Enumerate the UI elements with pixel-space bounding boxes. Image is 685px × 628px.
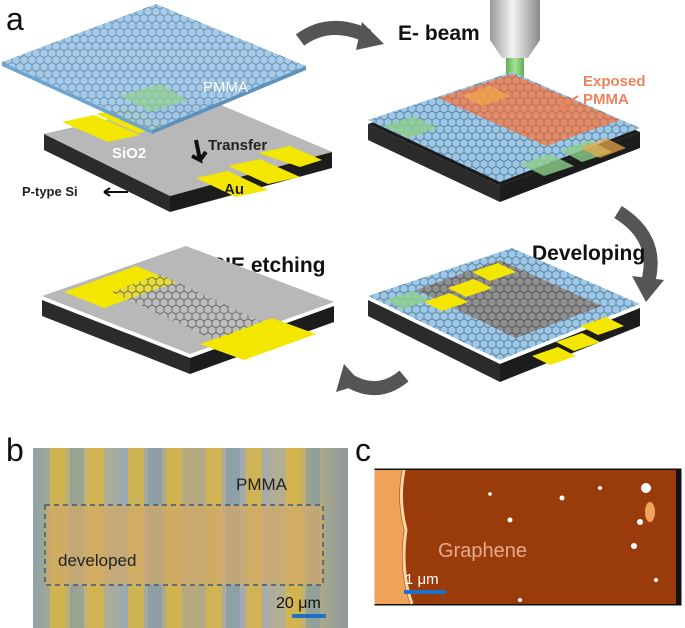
ptype-si-label: P-type Si <box>22 184 78 199</box>
substrate-step3 <box>368 248 640 382</box>
developed-region <box>45 505 323 585</box>
sio2-label: SiO2 <box>112 145 146 162</box>
substrate-step1 <box>44 98 332 212</box>
scale-label-b: 20 μm <box>276 595 321 612</box>
exposed-label-line2: PMMA <box>583 91 629 108</box>
ptype-arrow <box>103 187 128 197</box>
afm-image <box>373 467 683 607</box>
au-label: Au <box>224 181 244 198</box>
pmma-label-b: PMMA <box>236 475 288 494</box>
developing-label: Developing <box>532 242 645 265</box>
exposed-arrow <box>559 95 579 109</box>
substrate-step4 <box>42 246 334 374</box>
exposed-label-line1: Exposed <box>583 73 646 90</box>
panel-a-letter: a <box>6 1 24 37</box>
optical-image <box>33 448 348 628</box>
ebeam-label: E- beam <box>398 22 480 45</box>
au-pad <box>62 115 140 142</box>
transfer-label: Transfer <box>208 137 267 154</box>
process-arrow-1 <box>295 20 371 46</box>
scale-label-c: 1 μm <box>405 571 439 588</box>
developed-label: developed <box>58 551 136 570</box>
scale-bar-b <box>292 614 326 618</box>
process-arrow-2 <box>614 206 658 284</box>
transfer-arrow <box>191 139 208 164</box>
panel-c-letter: c <box>355 432 371 468</box>
scale-bar-c <box>404 590 446 594</box>
graphene-label: Graphene <box>438 540 527 562</box>
pmma-sheet <box>2 4 306 134</box>
pmma-label-a: PMMA <box>203 79 248 96</box>
panel-b-letter: b <box>6 432 24 468</box>
